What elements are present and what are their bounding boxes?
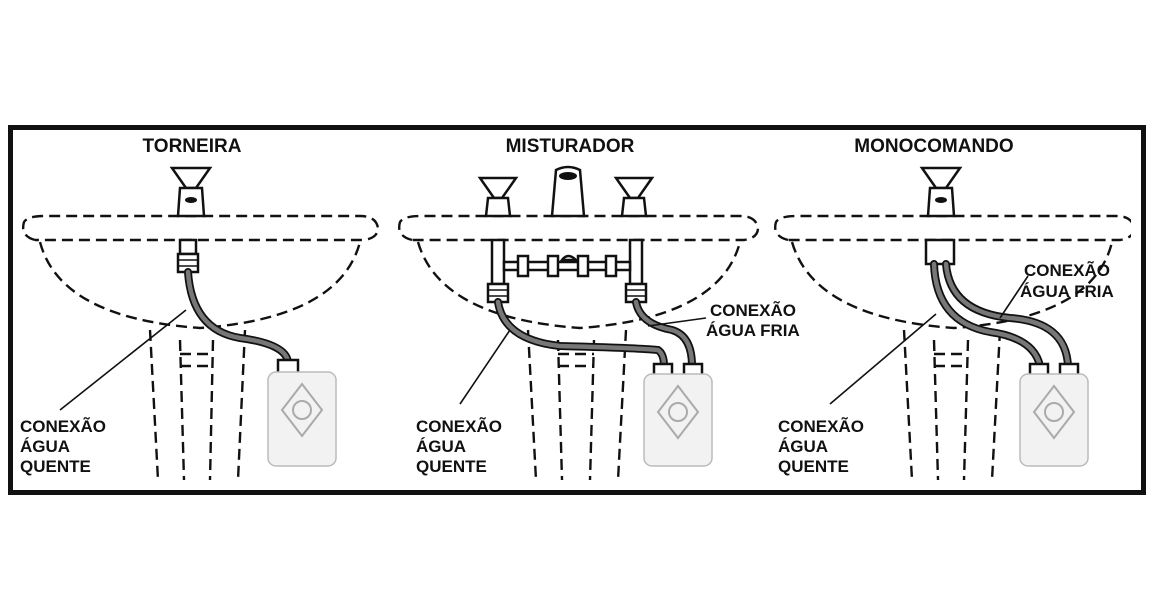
valve-handle-right-icon bbox=[613, 176, 655, 218]
water-heater-icon bbox=[1019, 362, 1089, 467]
hot-label-line: CONEXÃO bbox=[20, 416, 106, 436]
hot-leader bbox=[829, 313, 937, 405]
water-heater-icon bbox=[643, 362, 713, 467]
valve-handle-left-icon bbox=[477, 176, 519, 218]
hot-label-line: QUENTE bbox=[20, 457, 91, 476]
cold-leader bbox=[999, 275, 1029, 319]
cold-leader bbox=[647, 317, 707, 327]
sink-pedestal bbox=[148, 329, 247, 480]
mixer-manifold bbox=[490, 238, 644, 286]
pedestal-drain bbox=[934, 352, 968, 368]
panel-misturador bbox=[398, 165, 760, 480]
single-lever-faucet-icon bbox=[919, 166, 963, 218]
cold-fitting bbox=[624, 282, 648, 304]
cold-label-line: ÁGUA FRIA bbox=[706, 321, 800, 340]
hot-leader bbox=[59, 309, 187, 411]
sink-pedestal bbox=[526, 329, 628, 480]
cold-label-line: CONEXÃO bbox=[1024, 260, 1110, 280]
sink-rim bbox=[21, 214, 380, 242]
pedestal-drain bbox=[558, 352, 594, 368]
spout-icon bbox=[550, 165, 586, 218]
sink-basin bbox=[38, 241, 362, 330]
panel-torneira bbox=[21, 166, 380, 480]
sink-basin bbox=[416, 241, 742, 330]
sink-rim bbox=[774, 214, 1131, 242]
panel-monocomando bbox=[774, 166, 1131, 480]
hot-label-line: CONEXÃO bbox=[778, 416, 864, 436]
sink-basin bbox=[790, 241, 1114, 330]
hot-label-line: ÁGUA bbox=[20, 437, 70, 456]
hot-label-line: CONEXÃO bbox=[416, 416, 502, 436]
faucet-icon bbox=[169, 166, 213, 218]
hot-label-line: QUENTE bbox=[416, 457, 487, 476]
cold-label-line: ÁGUA FRIA bbox=[1020, 282, 1114, 301]
water-heater-icon bbox=[267, 358, 337, 467]
cold-label-line: CONEXÃO bbox=[710, 300, 796, 320]
sink-pedestal bbox=[902, 329, 1002, 480]
pedestal-drain bbox=[180, 352, 213, 368]
panel-title: MISTURADOR bbox=[506, 136, 635, 157]
hot-fitting bbox=[176, 238, 200, 274]
panel-title: MONOCOMANDO bbox=[854, 136, 1013, 157]
sink-rim bbox=[398, 214, 760, 242]
hot-label-line: ÁGUA bbox=[778, 437, 828, 456]
mixer-block bbox=[924, 238, 956, 266]
panel-title: TORNEIRA bbox=[143, 136, 242, 157]
hot-leader bbox=[459, 329, 511, 405]
hot-label-line: ÁGUA bbox=[416, 437, 466, 456]
hot-label-line: QUENTE bbox=[778, 457, 849, 476]
